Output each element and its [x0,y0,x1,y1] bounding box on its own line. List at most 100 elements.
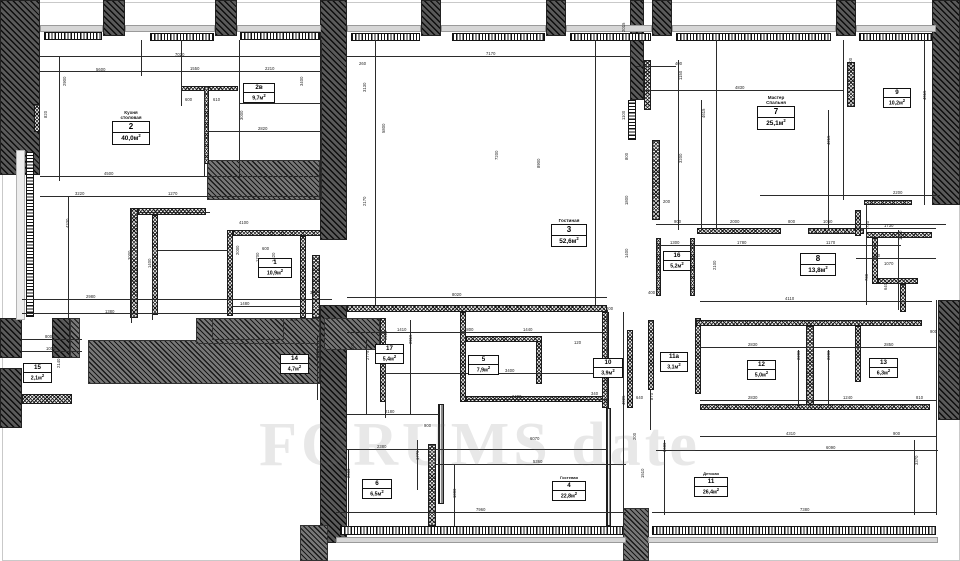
dimension-label: 1060 [823,219,833,224]
dimension-label: 4310 [786,431,796,436]
dimension-label: 2380 [377,444,387,449]
dimension-label: 3600 [662,442,667,452]
wall-exterior-left-lower [0,318,22,358]
room-number: 9 [884,89,910,98]
dimension-label: 1780 [737,240,747,245]
wall-pilaster-top-6 [836,0,856,36]
window-glazing-top-5 [452,33,545,41]
dimension-label: 600 [262,246,270,251]
dimension-label: 5600 [96,67,106,72]
partition-master-corner [855,210,861,236]
dimension-label: 4100 [239,220,249,225]
dimension-label: 1800 [624,195,629,205]
dimension-label: 1240 [843,395,853,400]
dimension-label: 640 [883,282,888,290]
wall-pilaster-top-5 [652,0,672,36]
partition-bath-block [696,320,922,326]
room-number: 11 [695,478,727,487]
partition-room5-right [536,336,542,384]
dimension-label: 1400 [147,258,152,268]
room-area: 5,4м2 [382,353,397,363]
dimension-label: 7170 [486,51,496,56]
dimension-label: 4110 [785,296,795,301]
dimension-label: 2170 [362,196,367,206]
room-area: 6,3м2 [876,367,891,377]
partition-kitchen-north [181,86,238,91]
wall-block-room14-left [212,318,284,340]
dimension-label: 3000 [127,250,132,260]
window-glazing-right-vertical [628,100,636,140]
dimension-label: 2200 [893,190,903,195]
room-number: 12 [748,361,775,370]
dimension-label: 400 [675,61,683,66]
dimension-label: 900 [893,431,901,436]
dimension-label: 7200 [494,150,499,160]
room-number: 13 [870,359,897,368]
dimension-label: 2415 [383,330,388,340]
room-area: 22,8м2 [560,490,578,500]
dimension-label: 1150 [678,70,683,80]
room-caption: Гостиная [558,218,580,223]
dimension-label: 800 [606,306,614,311]
window-glazing-bottom-1 [340,526,623,535]
wall-exterior-left-sill [52,318,70,358]
dimension-label: 120 [574,340,582,345]
window-sill-band-bottom-1 [336,537,626,543]
room-area: 2,1м2 [30,372,45,382]
dimension-label: 2000 [730,219,740,224]
partition-room11a-left [648,320,654,390]
room-area: 52,6м2 [559,235,579,246]
dimension-label: 1100 [621,110,626,120]
window-sill-band-bottom-2 [648,537,938,543]
room-number: 14 [281,355,308,364]
room-area: 26,4м2 [702,486,720,496]
room-area: 10,2м2 [888,97,906,107]
dimension-label: 1700 [255,252,260,262]
dimension-label: 2900 [62,76,67,86]
room-number: 10 [594,359,622,368]
dimension-label: 2000 [235,245,240,255]
dimension-label: 2600 [346,468,351,478]
partition-master-west-2 [652,140,660,220]
dimension-label: 500 [848,57,853,65]
dimension-label: 3370 [914,455,919,465]
partition-upper-right-closet [864,200,912,205]
window-sill-band-top-5 [441,25,546,32]
window-sill-band-top-3 [237,25,321,32]
dimension-label: 720 [865,220,870,228]
dimension-label: 1800 [464,327,474,332]
dimension-label: 6090 [826,445,836,450]
wall-exterior-right-upper [932,0,960,205]
partition-thin-center-1 [438,404,444,504]
dimension-label: 1770 [415,450,420,460]
dimension-label: 340 [591,391,599,396]
window-glazing-top-7 [676,33,831,41]
dimension-label: 2915 [408,334,413,344]
partition-master-east [847,62,855,107]
room-area: 5,2м2 [670,260,684,270]
dimension-label: 1380 [105,309,115,314]
dimension-label: 8900 [536,158,541,168]
dimension-label: 2140 [56,358,61,368]
dimension-label: 3000 [239,110,244,120]
dimension-label: 900 [930,329,938,334]
dimension-label: 260 [359,61,367,66]
window-glazing-top-8 [859,33,932,41]
